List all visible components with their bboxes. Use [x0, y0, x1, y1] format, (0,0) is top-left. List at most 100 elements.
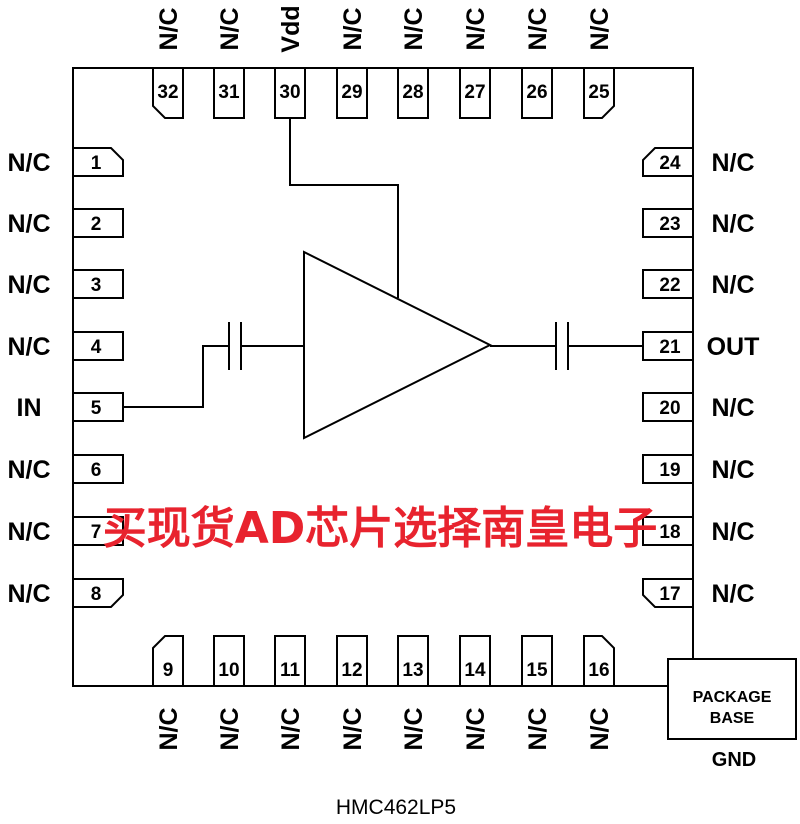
pin-2: 2N/C — [7, 208, 124, 238]
pin-9-label-n-c: N/C — [155, 707, 183, 750]
pin-21: 21 OUT — [642, 331, 760, 361]
pin-4: 4N/C — [7, 331, 124, 361]
pin-15-number: 15 — [526, 660, 548, 681]
pin-3-number: 3 — [91, 275, 102, 296]
pin-10-label-n-c: N/C — [216, 707, 244, 750]
pin-19-pad — [642, 454, 694, 484]
pin-12-label-n-c: N/C — [339, 707, 367, 750]
package-base-ground-label: GND — [712, 749, 756, 771]
pin-19-label-n-c: N/C — [711, 456, 754, 484]
pin-6-number: 6 — [91, 460, 102, 481]
pin-21-number: 21 — [659, 337, 681, 358]
pin-25: 25 N/C — [583, 7, 615, 119]
input-trace — [123, 345, 229, 408]
pin-5-number: 5 — [91, 398, 102, 419]
pin-24-number: 24 — [659, 153, 681, 174]
pin-16-pad — [583, 635, 615, 687]
pin-7-pad — [72, 516, 124, 546]
pin-16: 16N/C — [583, 635, 615, 751]
pin-11-label-n-c: N/C — [277, 707, 305, 750]
pin-26-pad — [521, 67, 553, 119]
pin-30-pad — [274, 67, 306, 119]
pin-11: 11N/C — [274, 635, 306, 751]
pin-27: 27N/C — [459, 7, 491, 119]
output-capacitor-symbol — [555, 322, 569, 370]
pin-31-label-n-c: N/C — [216, 7, 244, 50]
pin-4-label-n-c: N/C — [7, 333, 50, 361]
pin-1: 1N/C — [7, 147, 124, 177]
pin-30-number: 30 — [279, 82, 300, 103]
pin-10-number: 10 — [218, 660, 239, 681]
package-base-box — [667, 658, 797, 740]
pin-13-pad — [397, 635, 429, 687]
pin-11-number: 11 — [280, 660, 301, 681]
pin-8-label-n-c: N/C — [7, 580, 50, 608]
pin-15-label-n-c: N/C — [524, 707, 552, 750]
pin-1-label-n-c: N/C — [7, 149, 50, 177]
pin-26: 26 N/C — [521, 7, 553, 119]
pin-22-pad — [642, 269, 694, 299]
pin-5-label-in: IN — [17, 394, 42, 422]
pin-2-label-n-c: N/C — [7, 210, 50, 238]
pin-6-pad — [72, 454, 124, 484]
pin-29-label-n-c: N/C — [339, 7, 367, 50]
pin-24-label-n-c: N/C — [711, 149, 754, 177]
pin-25-label-n-c: N/C — [586, 7, 614, 50]
pin-16-label-n-c: N/C — [586, 707, 614, 750]
pin-10-pad — [213, 635, 245, 687]
pin-7-label-n-c: N/C — [7, 518, 50, 546]
vdd-supply-trace — [289, 118, 399, 298]
pin-29-number: 29 — [341, 82, 362, 103]
pin-11-pad — [274, 635, 306, 687]
chip-package-outline — [72, 67, 694, 687]
pin-5-pad — [72, 392, 124, 422]
pin-12-number: 12 — [341, 660, 362, 681]
pin-6: 6 N/C — [7, 454, 124, 484]
pin-27-pad — [459, 67, 491, 119]
pin-28-number: 28 — [402, 82, 423, 103]
pin-27-number: 27 — [464, 82, 485, 103]
internal-circuit — [123, 118, 643, 440]
pin-3: 3N/C — [7, 269, 124, 299]
pin-18-label-n-c: N/C — [711, 518, 754, 546]
pin-24: 24 N/C — [642, 147, 755, 177]
pin-25-number: 25 — [588, 82, 610, 103]
pin-32-pad — [152, 67, 184, 119]
pin-20-number: 20 — [659, 398, 680, 419]
pin-3-pad — [72, 269, 124, 299]
pin-21-label-out: OUT — [707, 333, 760, 361]
pin-8: 8N/C — [7, 578, 124, 608]
pin-31-pad — [213, 67, 245, 119]
part-number-caption: HMC462LP5 — [336, 796, 456, 819]
pin-22-number: 22 — [659, 275, 680, 296]
pin-4-pad — [72, 331, 124, 361]
pin-26-label-n-c: N/C — [524, 7, 552, 50]
pin-32-number: 32 — [157, 82, 178, 103]
pin-14-number: 14 — [464, 660, 486, 681]
pin-26-number: 26 — [526, 82, 547, 103]
pins-layer: 1N/C2N/C3N/C4N/C5IN6N/C7N/C8N/C9N/C10N/C… — [7, 5, 759, 750]
input-capacitor-symbol — [228, 322, 242, 370]
pin-17-label-n-c: N/C — [711, 580, 754, 608]
pin-9-pad — [152, 635, 184, 687]
pin-9-number: 9 — [163, 660, 174, 681]
pin-23-pad — [642, 208, 694, 238]
pin-10: 10N/C — [213, 635, 245, 751]
pin-25-pad — [583, 67, 615, 119]
package-base-label-line2: BASE — [710, 710, 755, 727]
pin-23-label-n-c: N/C — [711, 210, 754, 238]
pin-19-number: 19 — [659, 460, 680, 481]
package-base: PACKAGE BASE GND — [667, 658, 797, 771]
pin-14-label-n-c: N/C — [462, 707, 490, 750]
pin-31-number: 31 — [218, 82, 240, 103]
pin-28: 28N/C — [397, 7, 429, 119]
pin-32-label-n-c: N/C — [155, 7, 183, 50]
pin-1-pad — [72, 147, 124, 177]
pin-29: 29 N/C — [336, 7, 368, 119]
pin-6-label-n-c: N/C — [7, 456, 50, 484]
pin-23-number: 23 — [659, 214, 680, 235]
